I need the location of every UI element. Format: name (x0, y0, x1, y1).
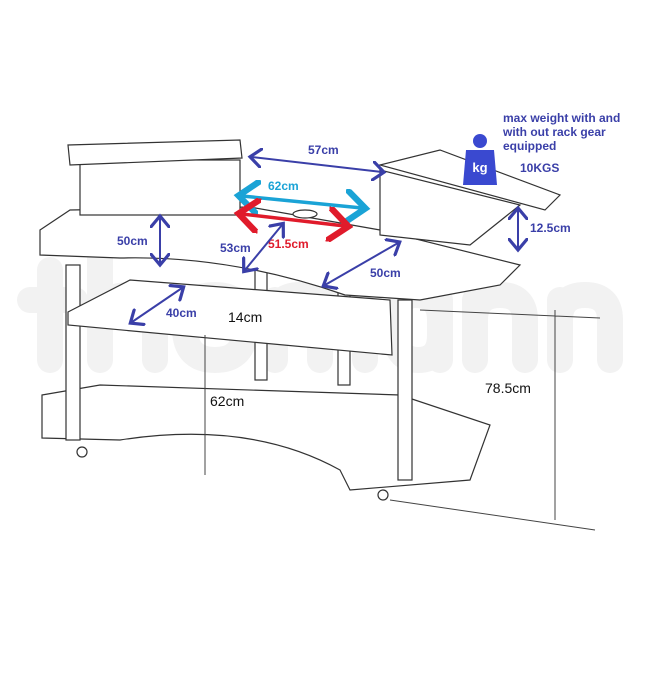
dim-riser-height-right: 12.5cm (530, 221, 571, 235)
dim-inner-width-red: 51.5cm (268, 237, 309, 251)
dim-top-gap: 57cm (308, 143, 339, 157)
dim-shelf-clearance: 14cm (228, 309, 262, 325)
weight-note-line-3: equipped (503, 139, 556, 153)
dim-total-height: 78.5cm (485, 380, 531, 396)
dim-desk-depth-right: 50cm (370, 266, 401, 280)
dim-desk-depth-center: 53cm (220, 241, 251, 255)
kg-weight-icon: kg (463, 134, 497, 185)
dim-inner-width-cyan: 62cm (268, 179, 299, 193)
dim-leg-clearance: 62cm (210, 393, 244, 409)
dim-keyboard-shelf-depth: 40cm (166, 306, 197, 320)
weight-value: 10KGS (520, 161, 559, 175)
weight-note-line-2: with out rack gear (502, 125, 606, 139)
kg-icon-label: kg (472, 160, 487, 175)
dim-riser-depth-left: 50cm (117, 234, 148, 248)
weight-note-line-1: max weight with and (503, 111, 620, 125)
